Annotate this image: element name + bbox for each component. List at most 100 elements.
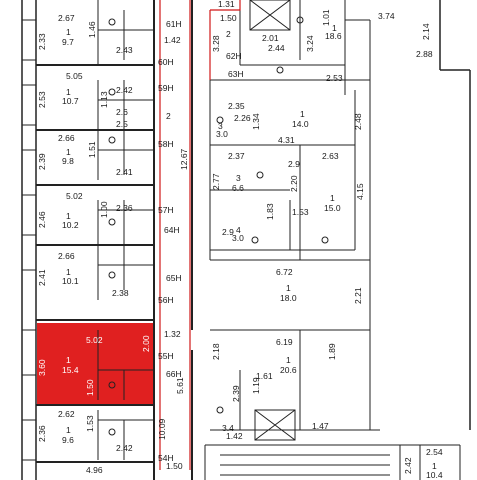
dim: 5.02 — [66, 191, 83, 201]
dim: 2.42 — [116, 443, 133, 453]
dim: 1.50 — [220, 13, 237, 23]
dim: 2.00 — [141, 335, 151, 352]
top-block-walls — [210, 0, 371, 100]
dim: 1.46 — [87, 21, 97, 38]
dim: 2.42 — [116, 85, 133, 95]
dim: 6.72 — [276, 267, 293, 277]
highlighted-apartment[interactable] — [37, 323, 154, 405]
right-edge — [439, 0, 471, 430]
dim: 2.42 — [403, 457, 413, 474]
bottom-right-unit — [400, 444, 461, 480]
dim: 55H — [158, 351, 174, 361]
room-area: 15.4 — [62, 365, 79, 375]
dim: 4.31 — [278, 135, 295, 145]
dim: 3.60 — [37, 359, 47, 376]
dim: 2.9 — [288, 159, 300, 169]
dim: 1.50 — [85, 379, 95, 396]
room-number: 1 — [66, 147, 71, 157]
dim: 4.15 — [355, 183, 365, 200]
dim: 1.13 — [99, 91, 109, 108]
dim: 1.83 — [265, 203, 275, 220]
room-number: 3 — [218, 121, 223, 131]
dim: 2.36 — [116, 203, 133, 213]
dim: 63H — [228, 69, 244, 79]
dim: 2.41 — [37, 269, 47, 286]
room-number: 1 — [332, 23, 337, 33]
dim: 2.88 — [416, 49, 433, 59]
room-area: 6.6 — [232, 183, 244, 193]
bottom-stair — [204, 444, 401, 480]
dim: 2.39 — [231, 385, 241, 402]
dim: 1.53 — [85, 415, 95, 432]
left-inner-walls — [97, 0, 154, 460]
stair-top-cross — [249, 0, 291, 31]
room-number: 2 — [166, 111, 171, 121]
dim: 1.89 — [327, 343, 337, 360]
dim: 1.32 — [164, 329, 181, 339]
dim: 2.66 — [58, 251, 75, 261]
dim: 1.00 — [99, 201, 109, 218]
room-number: 2 — [226, 29, 231, 39]
room-number: 1 — [300, 109, 305, 119]
room-number: 1 — [330, 193, 335, 203]
dim: 2.53 — [326, 73, 343, 83]
room-area: 9.6 — [62, 435, 74, 445]
dim: 2.77 — [211, 173, 221, 190]
dim: 2.36 — [37, 425, 47, 442]
dim: 2.46 — [37, 211, 47, 228]
dim: 1.19 — [251, 377, 261, 394]
room-number: 1 — [432, 461, 437, 471]
dim: 2.54 — [426, 447, 443, 457]
dim: 57H — [158, 205, 174, 215]
room-area: 9.7 — [62, 37, 74, 47]
dim: 2.35 — [228, 101, 245, 111]
dim: 58H — [158, 139, 174, 149]
dim: 2.9 — [222, 227, 234, 237]
room-number: 4 — [236, 225, 241, 235]
dim: 2.43 — [116, 45, 133, 55]
dim: 3.74 — [378, 11, 395, 21]
dim: 1.50 — [166, 461, 183, 471]
dim: 2.18 — [211, 343, 221, 360]
dim: 1.34 — [251, 113, 261, 130]
windows — [22, 19, 36, 461]
dim: 3.28 — [211, 35, 221, 52]
room-number: 3.4 — [222, 423, 234, 433]
dim: 2.41 — [116, 167, 133, 177]
room-number: 1 — [66, 355, 71, 365]
room-number: 1 — [286, 355, 291, 365]
stair-bottom-cross — [254, 409, 296, 441]
room-area: 10.7 — [62, 96, 79, 106]
dim: 2.63 — [322, 151, 339, 161]
dim: 61H — [166, 19, 182, 29]
dim: 1.01 — [321, 9, 331, 26]
dim: 2.53 — [37, 91, 47, 108]
dim: 2.20 — [289, 175, 299, 192]
dim: 1.47 — [312, 421, 329, 431]
room-number: 1 — [66, 267, 71, 277]
dim: 2.14 — [421, 23, 431, 40]
dim: 6.19 — [276, 337, 293, 347]
dim: 65H — [166, 273, 182, 283]
dim: 2.39 — [37, 153, 47, 170]
room-number: 3 — [236, 173, 241, 183]
stair-bottom — [254, 409, 296, 441]
room-area: 10.2 — [62, 220, 79, 230]
left-unit-walls — [36, 64, 154, 463]
dim: 1.51 — [87, 141, 97, 158]
room-area: 10.4 — [426, 470, 443, 480]
dim: 2.48 — [353, 113, 363, 130]
dim: 1.42 — [226, 431, 243, 441]
dim: 12.67 — [179, 148, 189, 170]
room-area: 9.8 — [62, 156, 74, 166]
stair-top — [249, 0, 291, 31]
dim: 60H — [158, 57, 174, 67]
dim: 1.31 — [218, 0, 235, 9]
dim: 1.42 — [164, 35, 181, 45]
dim: 3.24 — [305, 35, 315, 52]
room-area: 18.0 — [280, 293, 297, 303]
room-number: 1 — [286, 283, 291, 293]
dim: 5.05 — [66, 71, 83, 81]
